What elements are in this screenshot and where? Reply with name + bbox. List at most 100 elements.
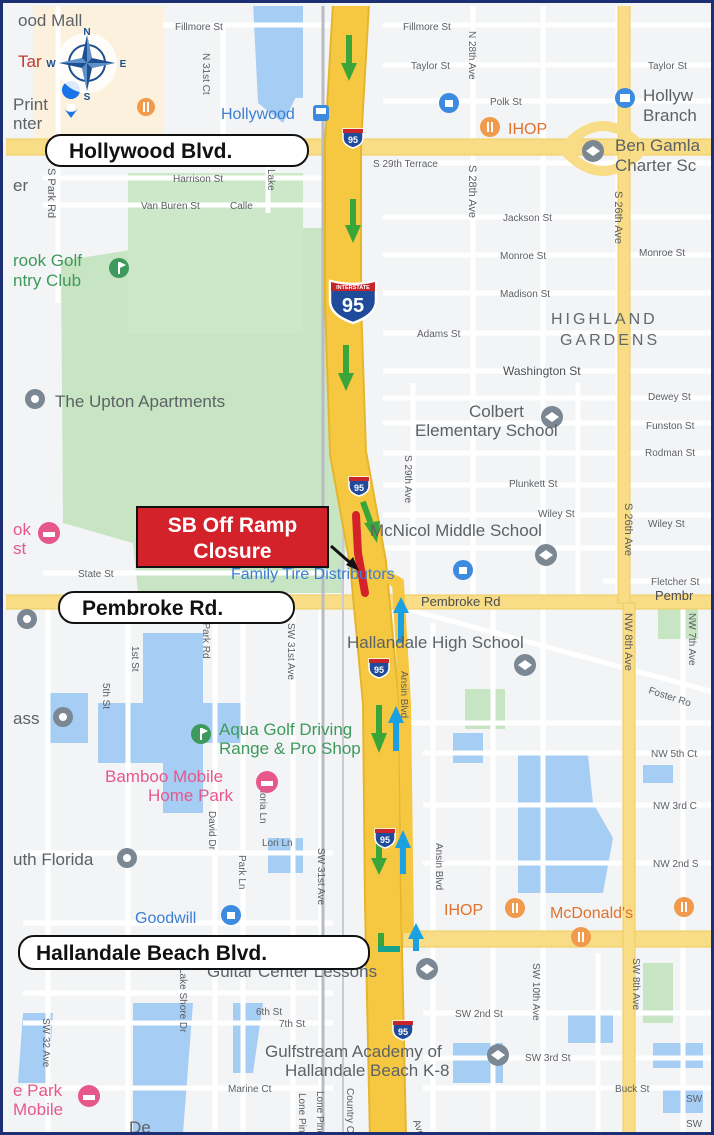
location-pin-icon[interactable] [17,609,37,629]
street-label: Pembroke Rd [421,594,500,609]
compass-rose-icon: N S E W [46,27,126,103]
shopping-bag-icon[interactable] [453,560,473,580]
street-label: Monroe St [639,248,685,259]
southbound-arrow-icon [345,199,361,243]
street-label: Monroe St [500,251,546,262]
street-label: Dewey St [648,392,691,403]
street-label: NW 8th Ave [622,613,634,671]
location-pin-icon[interactable] [53,707,73,727]
street-label: Taylor St [648,61,687,72]
school-icon[interactable] [541,406,563,428]
interstate-95-shield-icon: 95 [368,658,390,679]
svg-text:95: 95 [342,295,364,317]
svg-text:INTERSTATE: INTERSTATE [336,285,370,291]
street-label: N 28th Ave [466,31,477,80]
southbound-arrows [338,35,400,952]
golf-icon[interactable] [191,724,211,744]
southbound-turn-arrow [378,933,400,952]
street-label: NW 7th Ave [686,613,697,666]
i95-small-shields: 95 95 95 95 95 [342,128,414,1041]
street-label: Polk St [490,97,522,108]
restaurant-icon[interactable] [571,927,591,947]
poi-label: e Park [13,1081,63,1100]
svg-text:95: 95 [398,1027,408,1037]
svg-text:95: 95 [348,135,358,145]
poi-label: McNicol Middle School [370,521,542,540]
poi-label: Hallandale Beach K-8 [285,1061,449,1080]
poi-label: Home Park [148,786,234,805]
closure-line-1: SB Off Ramp [167,514,298,537]
interstate-95-shield-icon: INTERSTATE 95 [328,279,378,325]
poi-label: Tar [18,52,42,71]
northbound-arrow-icon [388,706,404,751]
street-label: SW 32 Ave [40,1018,51,1068]
poi-icons [17,81,694,1107]
train-icon[interactable] [313,105,329,121]
closure-line-2: Closure [193,540,272,563]
street-label: Fletcher St [651,577,700,588]
street-label: Lone Pine Cir [314,1091,325,1135]
street-label: Ansin Blvd [398,671,409,718]
svg-text:95: 95 [380,835,390,845]
shopping-bag-icon[interactable] [439,93,459,113]
poi-label: rook Golf [13,251,82,270]
golf-icon[interactable] [109,258,129,278]
hotel-icon[interactable] [78,1085,100,1107]
street-label: Taylor St [411,61,450,72]
interstate-95-shield-icon: 95 [374,828,396,849]
poi-label: er [13,176,28,195]
street-label: SW [686,1119,703,1130]
street-label: SW 10th Ave [530,963,541,1021]
street-label: Lake [265,169,276,191]
street-label: Harrison St [173,174,223,185]
poi-label: IHOP [508,121,547,138]
restaurant-icon[interactable] [674,897,694,917]
shopping-bag-icon[interactable] [221,905,241,925]
hotel-icon[interactable] [256,771,278,793]
callout-label: Pembroke Rd. [82,597,224,620]
poi-label: Charter Sc [615,156,697,175]
callout-hollywood-blvd: Hollywood Blvd. [45,134,309,167]
school-icon[interactable] [582,140,604,162]
poi-label: De [129,1118,151,1135]
svg-text:E: E [120,59,127,70]
street-label: Van Buren St [141,201,200,212]
street-label: Fillmore St [175,22,223,33]
svg-text:95: 95 [354,483,364,493]
poi-label: Range & Pro Shop [219,739,361,758]
street-label: SW 8th Ave [630,958,641,1011]
callout-label: Hallandale Beach Blvd. [36,942,268,965]
northbound-arrow-icon [395,830,411,874]
poi-label: Mobile [13,1100,63,1119]
poi-label: IHOP [444,902,483,919]
poi-label: Family Tire Distributors [231,566,395,583]
restaurant-icon[interactable] [480,117,500,137]
street-label: Jackson St [503,213,552,224]
street-label: Buck St [615,1084,650,1095]
street-label: David Dr [206,811,217,851]
restaurant-icon[interactable] [137,98,155,116]
hotel-icon[interactable] [38,522,60,544]
street-label: NW 2nd S [653,859,699,870]
street-label: Ansin Blvd [433,843,444,890]
school-icon[interactable] [514,654,536,676]
school-icon[interactable] [487,1044,509,1066]
poi-label: Colbert [469,402,524,421]
southbound-arrow-icon [371,705,387,753]
interstate-95-shield-icon: 95 [342,128,364,149]
restaurant-icon[interactable] [505,898,525,918]
poi-label: uth Florida [13,850,94,869]
poi-label: Branch [643,106,697,125]
school-icon[interactable] [535,544,557,566]
location-pin-icon[interactable] [25,389,45,409]
poi-label: Elementary School [415,421,558,440]
school-icon[interactable] [416,958,438,980]
street-label: SW [686,1094,703,1105]
poi-label: ood Mall [18,11,82,30]
southbound-arrow-icon [360,500,380,543]
street-label: Madison St [500,289,550,300]
book-icon[interactable] [615,88,635,108]
street-label: SW 31st Ave [285,623,296,681]
location-pin-icon[interactable] [117,848,137,868]
